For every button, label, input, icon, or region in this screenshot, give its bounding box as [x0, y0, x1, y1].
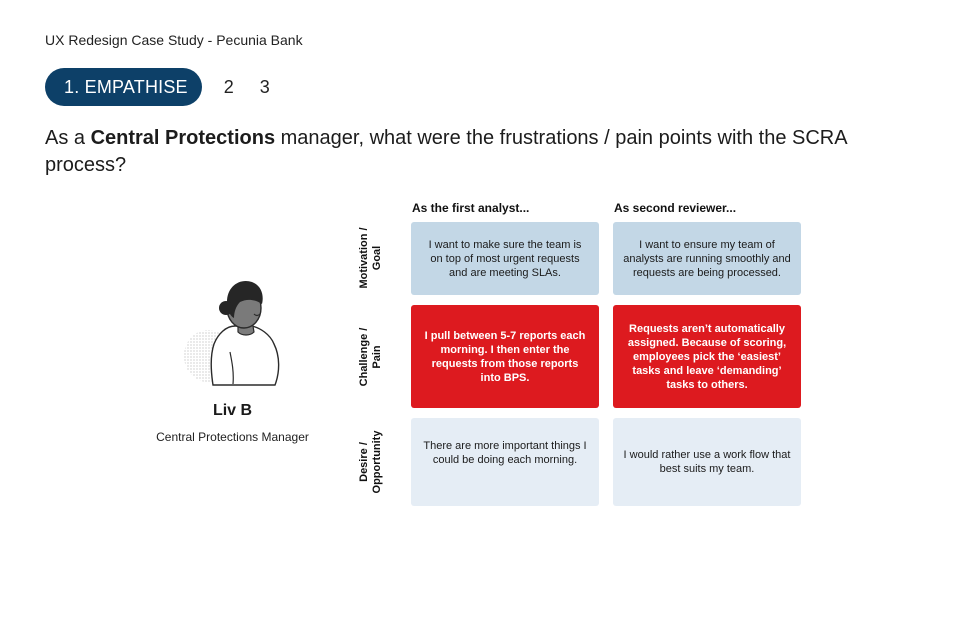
- avatar: [178, 272, 288, 392]
- row-label-line: Goal: [371, 245, 383, 271]
- row-label-text: Desire /Opportunity: [358, 431, 384, 494]
- row-label-line: Pain: [371, 345, 383, 369]
- row-label-text: Motivation /Goal: [358, 227, 384, 288]
- question-emphasis: Central Protections: [90, 127, 276, 149]
- persona-card: Liv B Central Protections Manager: [140, 272, 325, 444]
- row-label-line: Motivation /: [358, 227, 370, 289]
- woman-portrait-illustration-icon: [183, 280, 279, 386]
- desire-card-first-analyst: There are more important things I could …: [411, 418, 599, 506]
- step-1-empathise-pill[interactable]: 1. EMPATHISE: [45, 68, 202, 106]
- step-3-link[interactable]: 3: [259, 76, 270, 97]
- goal-card-second-reviewer: I want to ensure my team of analysts are…: [613, 222, 801, 295]
- question-suffix: manager, what were the frustrations / pa…: [45, 127, 847, 176]
- step-navigation: 1. EMPATHISE 2 3: [45, 68, 270, 106]
- desire-card-second-reviewer: I would rather use a work flow that best…: [613, 418, 801, 506]
- question-prefix: As a: [45, 127, 91, 149]
- page-question: As a Central Protections manager, what w…: [45, 125, 925, 179]
- pain-card-first-analyst: I pull between 5-7 reports each morning.…: [411, 305, 599, 408]
- persona-name: Liv B: [212, 402, 253, 419]
- column-header-first-analyst: As the first analyst...: [412, 201, 530, 215]
- row-label-text: Challenge /Pain: [358, 328, 384, 387]
- step-2-link[interactable]: 2: [223, 76, 234, 97]
- row-label-line: Challenge /: [358, 327, 370, 387]
- goal-card-first-analyst: I want to make sure the team is on top o…: [411, 222, 599, 295]
- breadcrumb: UX Redesign Case Study - Pecunia Bank: [45, 32, 303, 48]
- pain-card-second-reviewer: Requests aren’t automatically assigned. …: [613, 305, 801, 408]
- persona-role: Central Protections Manager: [156, 430, 309, 444]
- row-label-line: Opportunity: [371, 430, 383, 494]
- column-header-second-reviewer: As second reviewer...: [614, 201, 737, 215]
- row-label-line: Desire /: [358, 442, 370, 482]
